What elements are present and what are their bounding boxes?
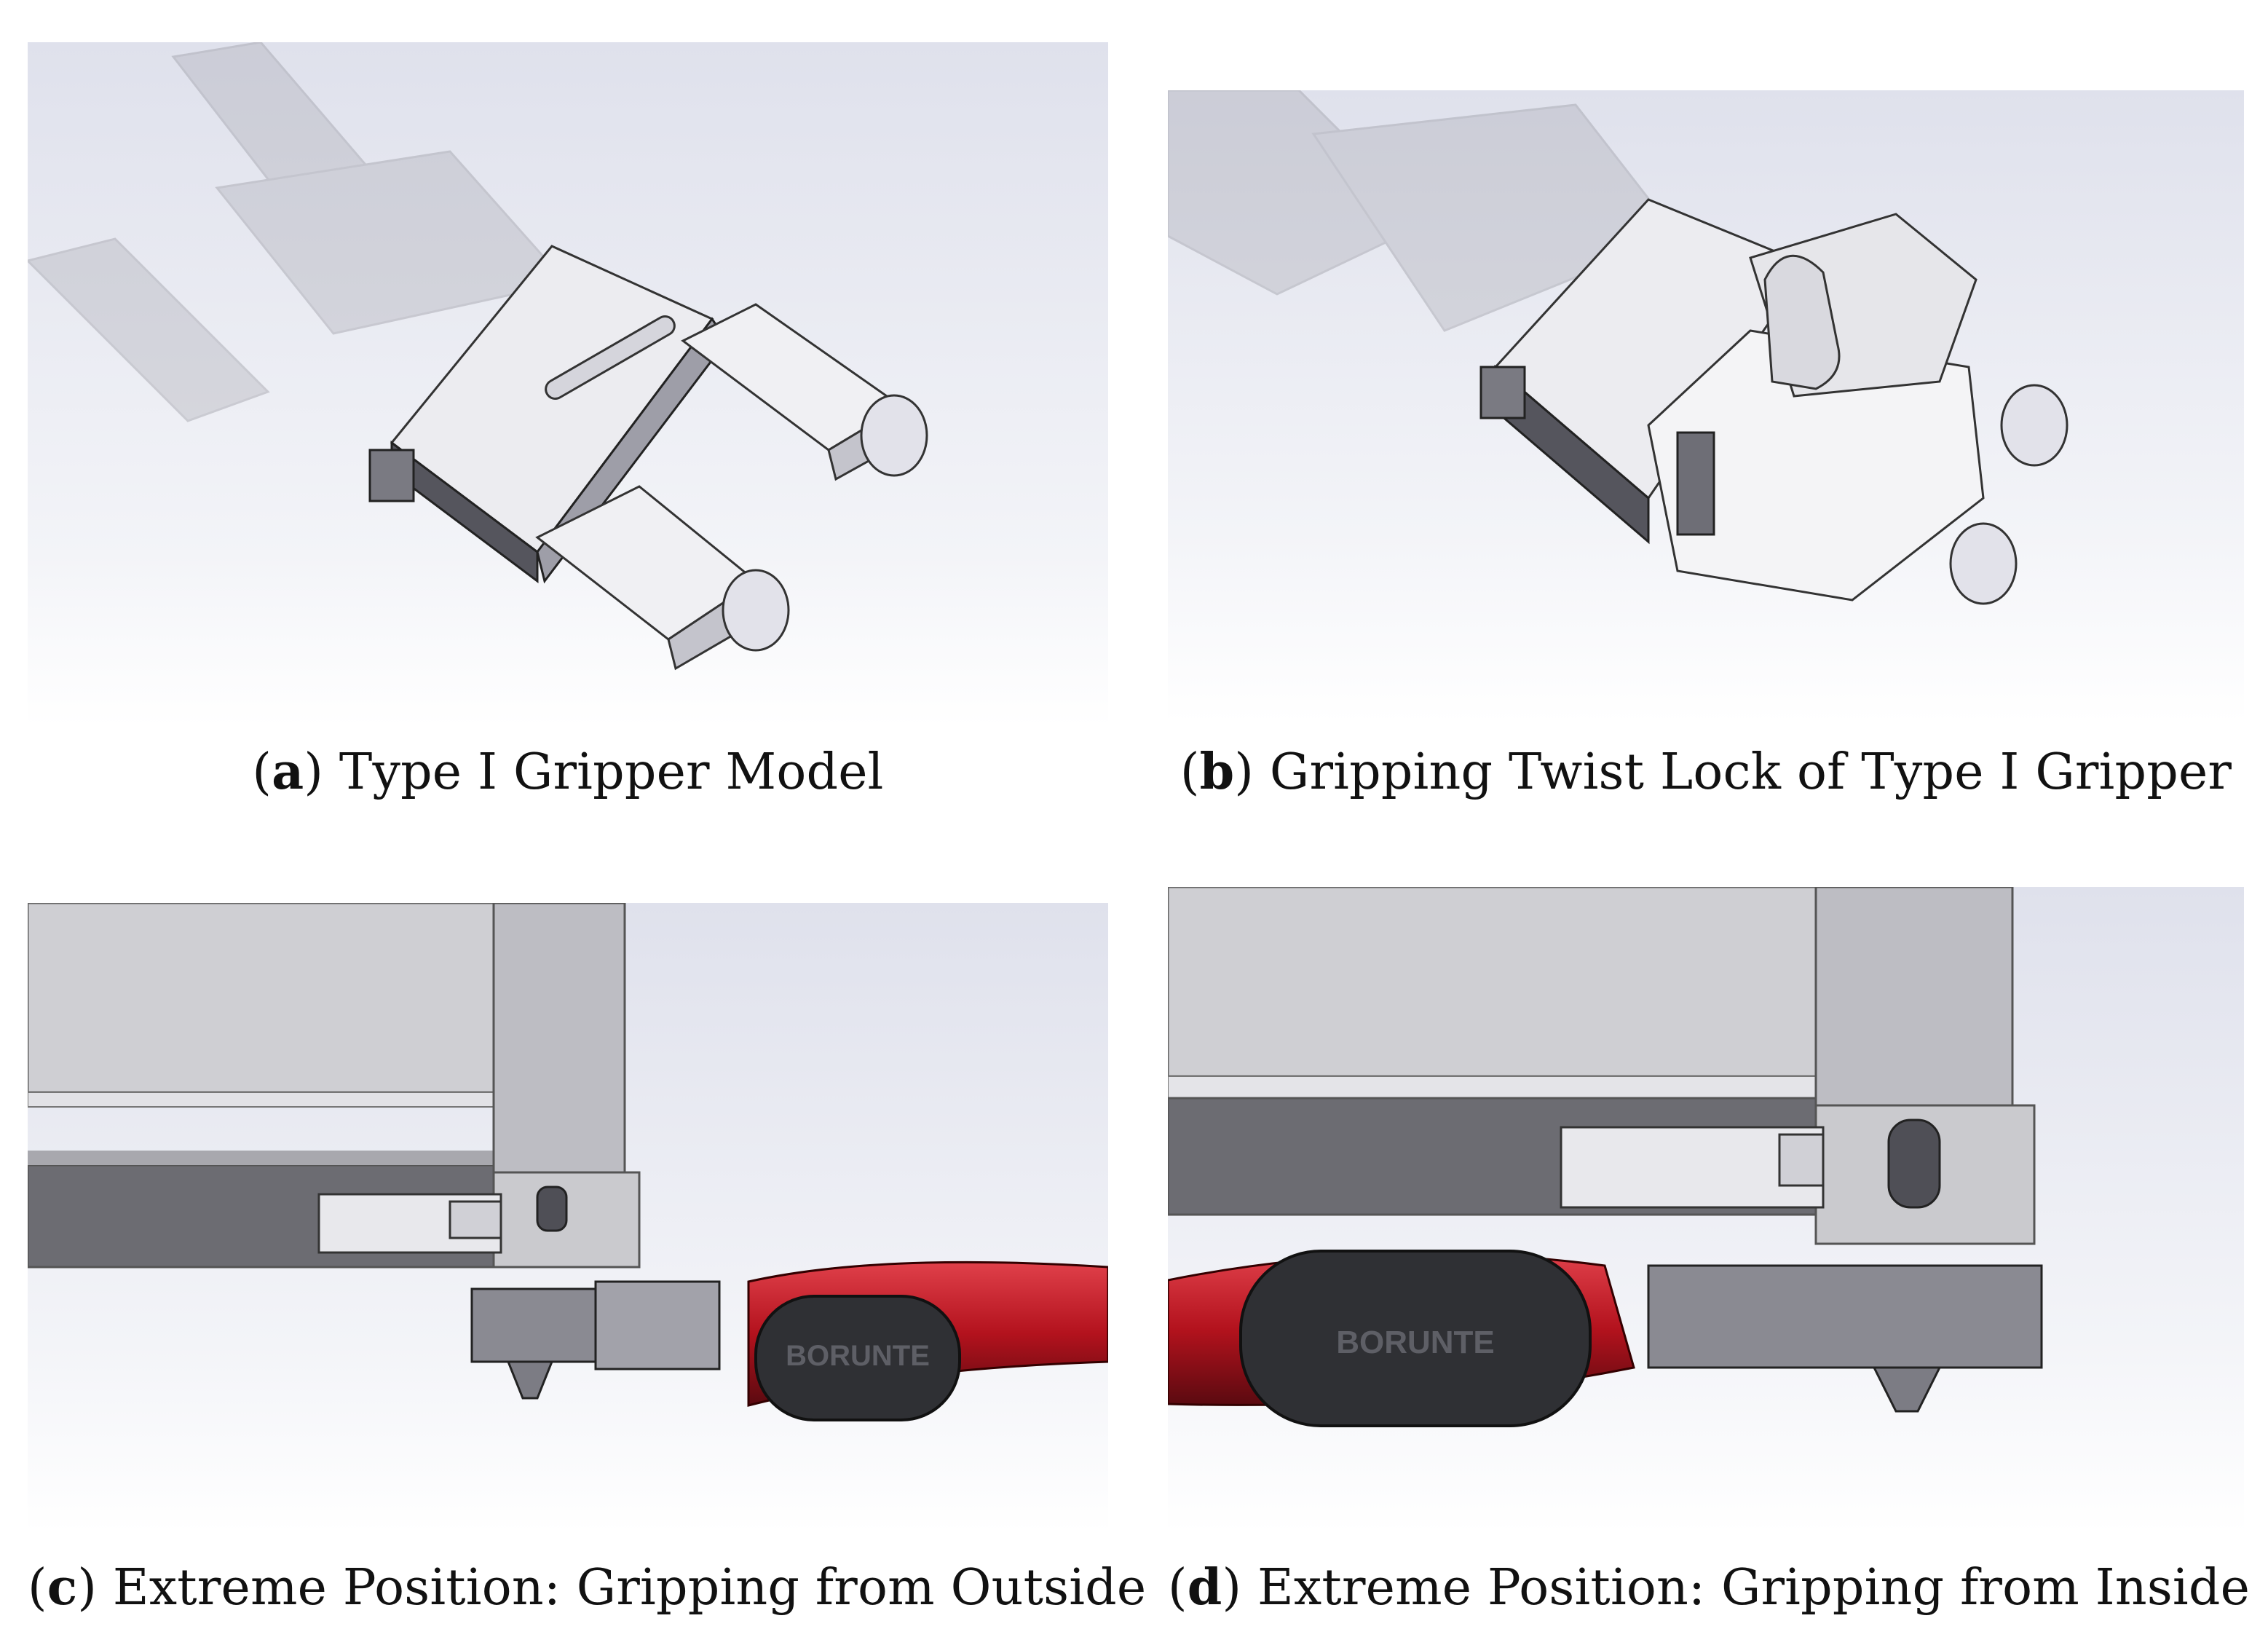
inside-grip-render: BORUNTE xyxy=(1168,887,2244,1534)
robot-logo: BORUNTE xyxy=(786,1340,930,1372)
robot-logo: BORUNTE xyxy=(1336,1325,1495,1360)
caption-a: (a) Type I Gripper Model xyxy=(252,743,884,801)
outside-grip-render: BORUNTE xyxy=(28,903,1108,1534)
twist-lock-grip-render xyxy=(1168,90,2244,722)
figure-panel-b xyxy=(1168,90,2244,722)
caption-d: (d) Extreme Position: Gripping from Insi… xyxy=(1168,1558,2251,1617)
gripper-model-render xyxy=(28,42,1108,727)
figure-panel-c: BORUNTE xyxy=(28,903,1108,1534)
figure-panel-a xyxy=(28,42,1108,727)
figure-panel-d: BORUNTE xyxy=(1168,887,2244,1534)
caption-b: (b) Gripping Twist Lock of Type I Grippe… xyxy=(1180,743,2232,801)
caption-c: (c) Extreme Position: Gripping from Outs… xyxy=(28,1558,1147,1617)
